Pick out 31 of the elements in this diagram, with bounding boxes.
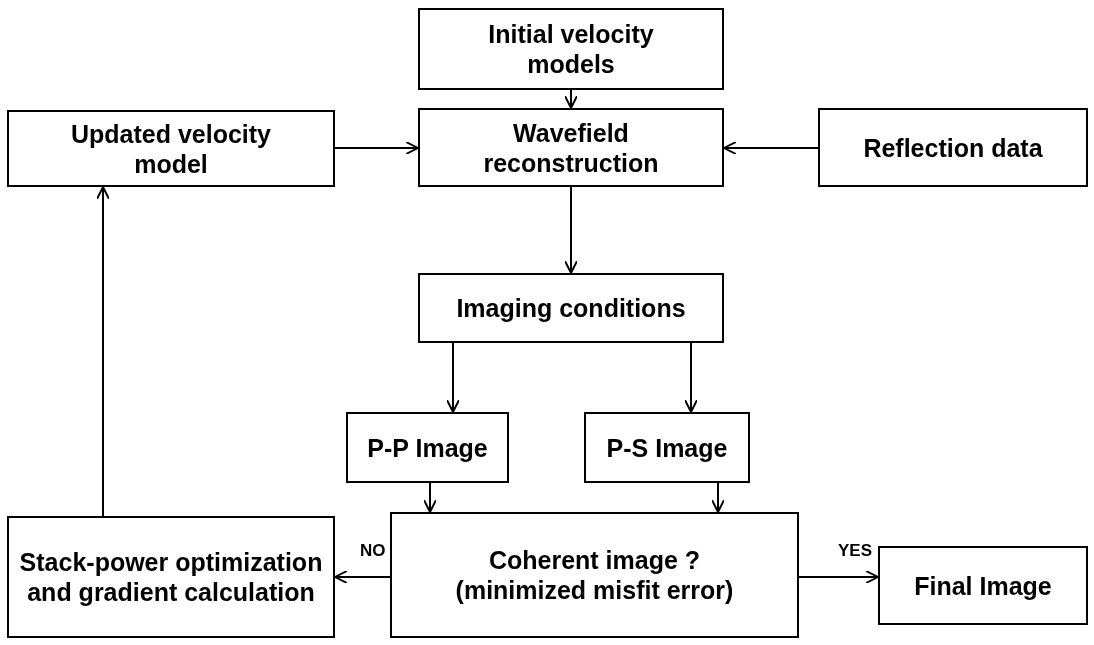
box-label: Coherent image ? (minimized misfit error) (454, 545, 735, 605)
process-box (7, 516, 335, 638)
arrow (334, 141, 419, 155)
arrow (96, 186, 110, 517)
process-box (818, 108, 1088, 187)
box-label: Stack-power optimization and gradient calculation (18, 547, 324, 607)
arrow (446, 342, 460, 413)
box-label: Final Image (913, 570, 1053, 601)
box-label: Reflection data (862, 132, 1044, 163)
process-box (584, 412, 750, 483)
process-box (878, 546, 1088, 625)
arrow (334, 570, 391, 584)
arrow (564, 186, 578, 274)
arrow (423, 482, 437, 513)
process-box (346, 412, 509, 483)
box-label: P-S Image (605, 432, 729, 463)
arrow (711, 482, 725, 513)
process-box (390, 512, 799, 638)
arrow (723, 141, 819, 155)
process-box (418, 273, 724, 343)
box-label: Updated velocity model (69, 118, 273, 179)
arrow (564, 89, 578, 109)
box-label: Initial velocity models (487, 19, 655, 79)
box-label: Wavefield reconstruction (482, 117, 660, 178)
arrow (798, 570, 879, 584)
arrow (684, 342, 698, 413)
process-box (418, 108, 724, 187)
box-label: P-P Image (366, 432, 489, 463)
process-box (7, 110, 335, 187)
box-label: Imaging conditions (455, 293, 687, 323)
process-box (418, 8, 724, 90)
